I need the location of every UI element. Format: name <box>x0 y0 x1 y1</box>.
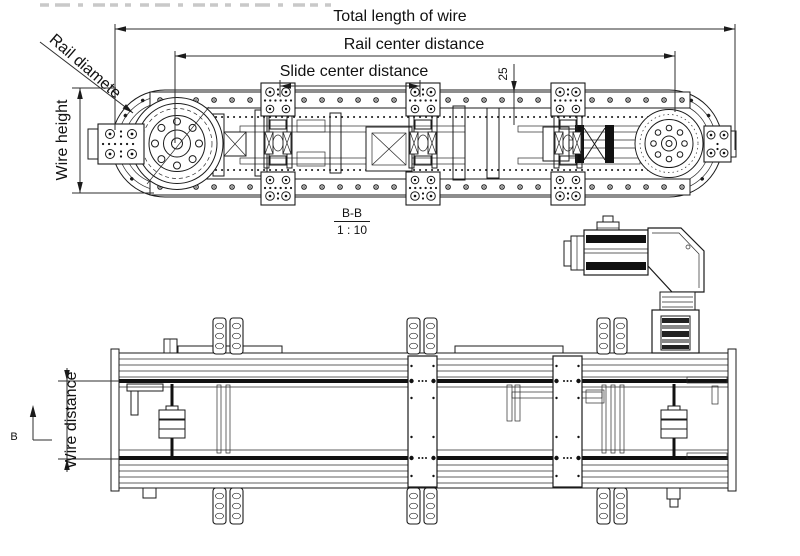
dim-slide-center-label: Slide center distance <box>280 63 429 80</box>
gearbox-elbow <box>647 227 705 293</box>
dim-total-length-label: Total length of wire <box>333 8 467 25</box>
slide-carriage-2 <box>404 81 442 207</box>
track-outline-outer <box>111 89 723 198</box>
foot-top-2 <box>406 317 438 355</box>
left-end-plate <box>110 348 120 492</box>
dim-rail-center-label: Rail center distance <box>344 36 485 53</box>
slide-plate-2 <box>552 355 583 488</box>
slide-plate-1 <box>407 355 438 488</box>
drive-motor-assembly <box>563 215 705 354</box>
foot-top-3 <box>596 317 628 355</box>
studs <box>142 338 681 508</box>
section-scale: 1 : 10 <box>337 223 367 237</box>
section-arrow-label: B <box>10 431 17 443</box>
left-pulley <box>130 97 224 190</box>
tensioner-right <box>660 384 688 456</box>
left-end-carriage <box>87 123 145 165</box>
dim-wire-height-label: Wire height <box>54 99 71 180</box>
top-view-plan <box>87 81 737 207</box>
dim-wire-distance-label: Wire distance <box>63 371 80 468</box>
right-end-plate <box>727 348 737 492</box>
right-pulley <box>634 109 704 178</box>
section-view-label: B-B 1 : 10 <box>334 206 370 237</box>
end-arc-bolts-left <box>114 93 167 194</box>
foot-bottom-1 <box>212 487 244 525</box>
dim-rail-offset-label: 25 <box>496 67 510 81</box>
right-end-carriage <box>703 125 737 163</box>
foot-bottom-3 <box>596 487 628 525</box>
section-arrow-marker: B <box>10 405 52 443</box>
foot-bottom-2 <box>406 487 438 525</box>
dim-rail-diameter-label: Rail diamete <box>46 31 124 102</box>
tensioner-left <box>126 383 186 456</box>
front-view-elevation <box>110 317 737 525</box>
section-title: B-B <box>342 206 362 220</box>
slide-carriage-1 <box>259 81 297 207</box>
